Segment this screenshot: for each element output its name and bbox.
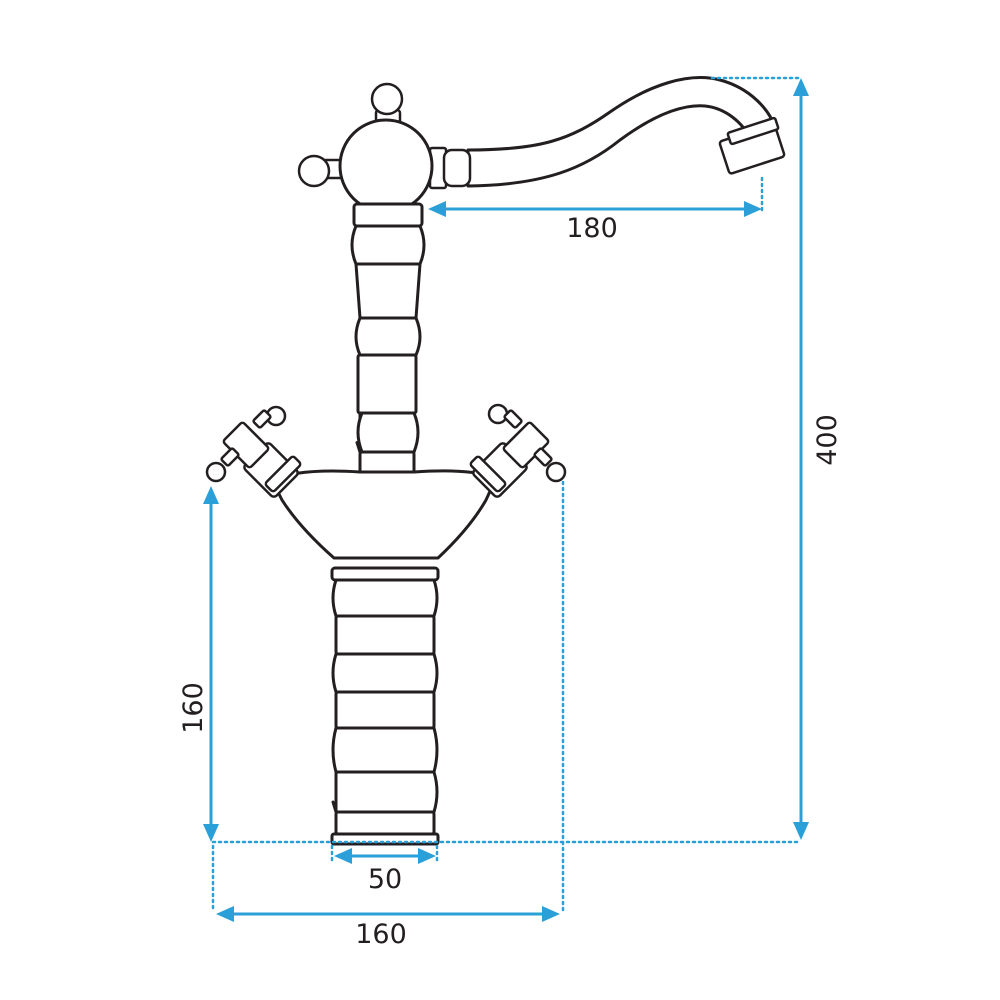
spout: [428, 76, 786, 190]
lower-column: [330, 566, 440, 846]
top-handle: [297, 82, 434, 214]
dimension-spout-reach: 180: [428, 176, 764, 244]
label-spout-reach: 180: [566, 213, 618, 244]
label-handle-height: 160: [178, 682, 209, 734]
label-base-diameter: 50: [368, 864, 402, 895]
dimension-base-diameter: 50: [330, 844, 439, 895]
label-total-height: 400: [812, 414, 843, 466]
faucet-outline: [205, 76, 786, 846]
label-total-width: 160: [355, 919, 407, 950]
dimension-handle-height: 160: [178, 486, 219, 842]
upper-column: [350, 202, 426, 476]
dimension-total-height: 400: [710, 76, 843, 840]
dimension-lines: 180 400 160 50: [178, 76, 843, 950]
valve-body: [205, 403, 567, 560]
dimension-total-width: 160: [216, 906, 560, 950]
